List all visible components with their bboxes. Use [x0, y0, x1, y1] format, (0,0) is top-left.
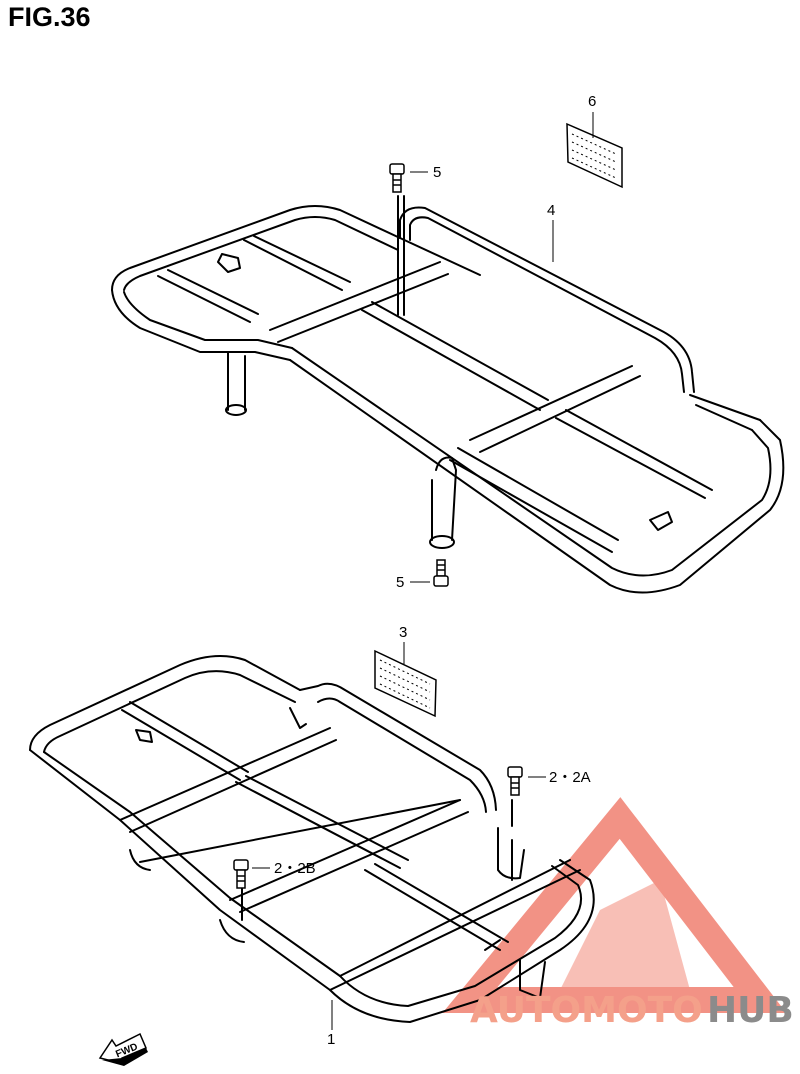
watermark-text-hub: HUB: [707, 990, 794, 1031]
callout-5-label: 5: [396, 574, 404, 591]
callout-1-label: 1: [327, 1031, 335, 1048]
fwd-arrow-icon: FWD: [98, 1032, 148, 1066]
callout-6-label: 6: [588, 93, 596, 110]
rear-carrier-rack: [111, 195, 785, 594]
watermark-text-automoto: AUTOMOTO: [470, 990, 703, 1031]
callout-3-label: 3: [399, 624, 407, 641]
bolt-icon: [507, 766, 523, 796]
callout-5-label: 5: [433, 164, 441, 181]
callout-4-label: 4: [547, 202, 555, 219]
bolt-icon: [233, 859, 249, 889]
bolt-icon: [433, 559, 449, 587]
callout-2-2a-label: 2・2A: [549, 769, 591, 786]
callout-2-2b-label: 2・2B: [274, 860, 316, 877]
figure-title: FIG.36: [8, 2, 91, 32]
label-plate-3-icon: [374, 649, 437, 718]
front-carrier-rack: [29, 655, 595, 1023]
bolt-icon: [389, 163, 405, 193]
callout-leaders: [252, 112, 594, 1030]
label-plate-6-icon: [566, 122, 623, 189]
watermark-logo-icon: [442, 797, 787, 1013]
